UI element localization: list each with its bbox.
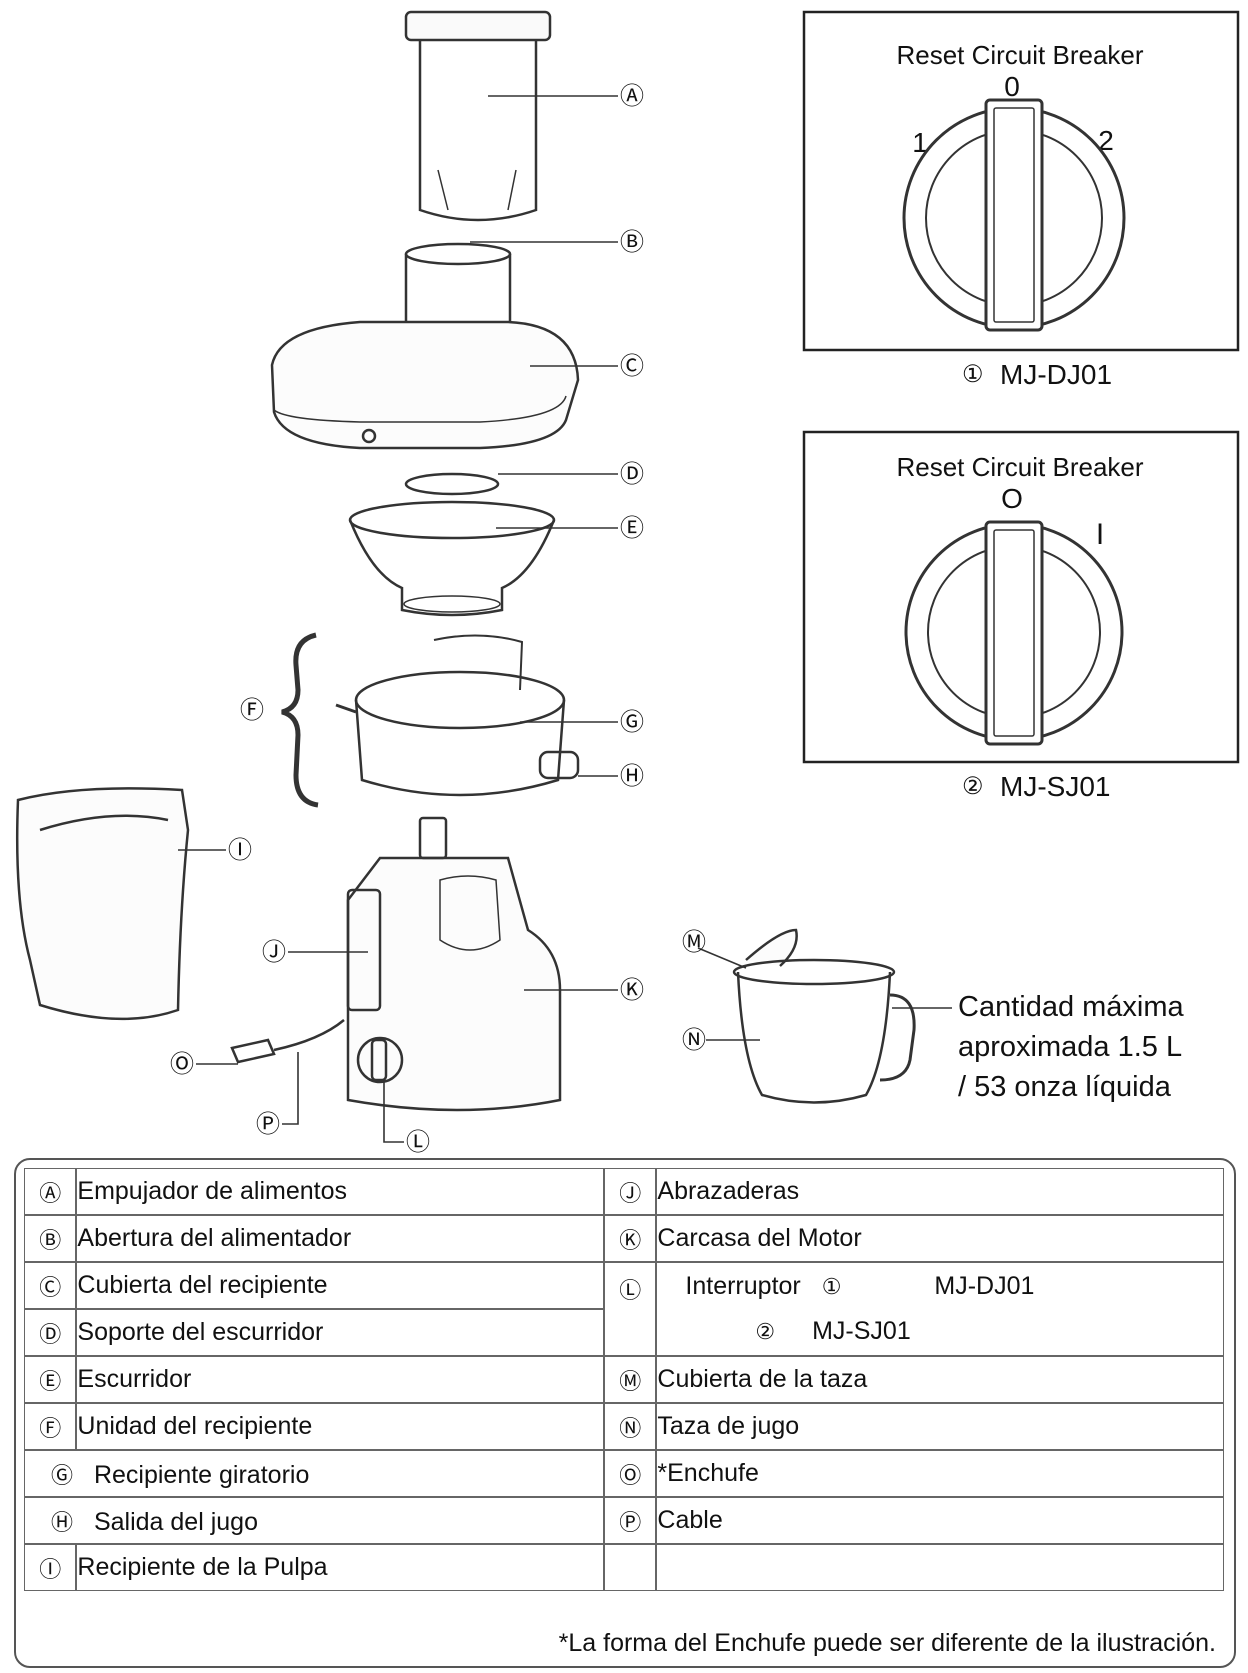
table-row: Ⓕ Unidad del recipiente Ⓝ Taza de jugo (24, 1403, 1224, 1450)
part-name: Escurridor (76, 1356, 605, 1403)
footnote: *La forma del Enchufe puede ser diferent… (558, 1629, 1216, 1657)
sub-part-cell: Ⓖ Recipiente giratorio (24, 1450, 605, 1497)
part-name: Taza de jugo (656, 1403, 1224, 1450)
callout-C: Ⓒ (620, 353, 644, 380)
part-key: Ⓟ (604, 1497, 657, 1544)
part-name: Soporte del escurridor (76, 1309, 605, 1356)
sub-part-cell: Ⓗ Salida del jugo (24, 1497, 605, 1544)
callout-A: Ⓐ (620, 83, 644, 110)
motor-base-drawing (346, 816, 562, 1112)
table-row: Ⓓ Soporte del escurridor (24, 1309, 1224, 1356)
callout-H: Ⓗ (620, 763, 644, 790)
switch1-pos-top: 0 (1004, 71, 1020, 102)
callout-K: Ⓚ (620, 977, 644, 1004)
switch1-pos-right: 2 (1098, 125, 1114, 156)
callout-F: Ⓕ (240, 697, 264, 724)
switch-marker-2: ② (755, 1319, 776, 1344)
callout-B: Ⓑ (620, 229, 644, 256)
switch-cell: Interruptor ① MJ-DJ01 ② MJ-SJ01 (656, 1262, 1224, 1356)
part-key: Ⓐ (24, 1168, 77, 1215)
part-key: Ⓔ (24, 1356, 77, 1403)
part-name: Cubierta de la taza (656, 1356, 1224, 1403)
callout-D: Ⓓ (620, 461, 644, 488)
table-row: Ⓖ Recipiente giratorio Ⓞ *Enchufe (24, 1450, 1224, 1497)
part-key: Ⓑ (24, 1215, 77, 1262)
switch2-title: Reset Circuit Breaker (896, 452, 1143, 482)
table-row: Ⓘ Recipiente de la Pulpa (24, 1544, 1224, 1591)
leader-lines (178, 95, 952, 1143)
capacity-line3: / 53 onza líquida (958, 1071, 1172, 1103)
parts-list: Ⓐ Empujador de alimentos Ⓙ Abrazaderas Ⓑ… (24, 1168, 1224, 1591)
callout-J: Ⓙ (262, 939, 286, 966)
part-key: Ⓝ (604, 1403, 657, 1450)
switch2-pos-right: I (1096, 518, 1104, 551)
part-name: Salida del jugo (93, 1507, 258, 1536)
switch1-model: MJ-DJ01 (1000, 359, 1112, 390)
callout-G: Ⓖ (620, 709, 644, 736)
part-name: Recipiente giratorio (93, 1460, 310, 1489)
callout-P: Ⓟ (256, 1111, 280, 1138)
pulp-container-drawing (15, 787, 190, 1021)
switch1-marker: ① (962, 361, 984, 388)
part-name: Interruptor (685, 1272, 801, 1300)
part-key: Ⓓ (24, 1309, 77, 1356)
table-row: Ⓔ Escurridor Ⓜ Cubierta de la taza (24, 1356, 1224, 1403)
table-row: Ⓗ Salida del jugo Ⓟ Cable (24, 1497, 1224, 1544)
part-name: Cable (656, 1497, 1224, 1544)
food-pusher-drawing (404, 10, 552, 222)
switch2-marker: ② (962, 773, 984, 800)
part-name: Unidad del recipiente (76, 1403, 605, 1450)
part-key: Ⓛ (604, 1262, 657, 1356)
part-name: Abertura del alimentador (76, 1215, 605, 1262)
switch2-model: MJ-SJ01 (1000, 771, 1110, 802)
part-key: Ⓖ (50, 1462, 73, 1488)
switch-marker-1: ① (821, 1274, 842, 1299)
part-name: Recipiente de la Pulpa (76, 1544, 605, 1591)
switch-model-1: MJ-DJ01 (934, 1272, 1035, 1300)
callout-I: Ⓘ (228, 837, 252, 864)
part-key: Ⓞ (604, 1450, 657, 1497)
switch2-pos-top: O (1001, 483, 1023, 514)
empty-cell (656, 1544, 1224, 1591)
strainer-drawing (348, 500, 556, 617)
callout-L: Ⓛ (406, 1129, 430, 1156)
callout-N: Ⓝ (682, 1027, 706, 1054)
switch-panel-1: Reset Circuit Breaker 0 1 2 (802, 10, 1240, 352)
part-name: Abrazaderas (656, 1168, 1224, 1215)
part-key: Ⓒ (24, 1262, 77, 1309)
capacity-line2: aproximada 1.5 L (958, 1031, 1182, 1063)
callout-M: Ⓜ (682, 929, 706, 956)
part-name: Empujador de alimentos (76, 1168, 605, 1215)
part-key: Ⓕ (24, 1403, 77, 1450)
parts-table: Ⓐ Empujador de alimentos Ⓙ Abrazaderas Ⓑ… (14, 1158, 1236, 1668)
part-key: Ⓙ (604, 1168, 657, 1215)
capacity-line1: Cantidad máxima (958, 991, 1185, 1023)
part-name: Cubierta del recipiente (76, 1262, 605, 1309)
rotating-container-drawing (335, 634, 580, 797)
part-key: Ⓗ (50, 1509, 73, 1535)
plug-and-cable-drawing (230, 1019, 345, 1064)
part-name: *Enchufe (656, 1450, 1224, 1497)
callout-E: Ⓔ (620, 515, 644, 542)
switch-panel-2: Reset Circuit Breaker O I (802, 430, 1240, 764)
container-unit-bracket (281, 632, 319, 808)
feed-tube-and-cover-drawing (270, 242, 580, 450)
switch-model-2: MJ-SJ01 (812, 1317, 911, 1345)
part-key: Ⓚ (604, 1215, 657, 1262)
switch-knob-drawing (356, 1036, 404, 1084)
part-name: Carcasa del Motor (656, 1215, 1224, 1262)
strainer-holder-drawing (404, 472, 500, 496)
empty-cell (604, 1544, 657, 1591)
table-row: Ⓒ Cubierta del recipiente Ⓛ Interruptor … (24, 1262, 1224, 1356)
part-key: Ⓜ (604, 1356, 657, 1403)
switch1-title: Reset Circuit Breaker (896, 40, 1143, 70)
callout-O: Ⓞ (170, 1051, 194, 1078)
table-row: Ⓑ Abertura del alimentador Ⓚ Carcasa del… (24, 1215, 1224, 1262)
juicer-diagram: Ⓐ Ⓑ Ⓒ Ⓓ Ⓔ Ⓕ Ⓖ Ⓗ Ⓘ Ⓙ Ⓚ Ⓛ Ⓜ Ⓝ Ⓞ Ⓟ Reset Ci… (15, 10, 1240, 1156)
juice-cup-drawing (732, 928, 916, 1104)
table-row: Ⓐ Empujador de alimentos Ⓙ Abrazaderas (24, 1168, 1224, 1215)
diagram-parts (15, 10, 916, 1112)
switch1-pos-left: 1 (912, 127, 928, 158)
part-key: Ⓘ (24, 1544, 77, 1591)
